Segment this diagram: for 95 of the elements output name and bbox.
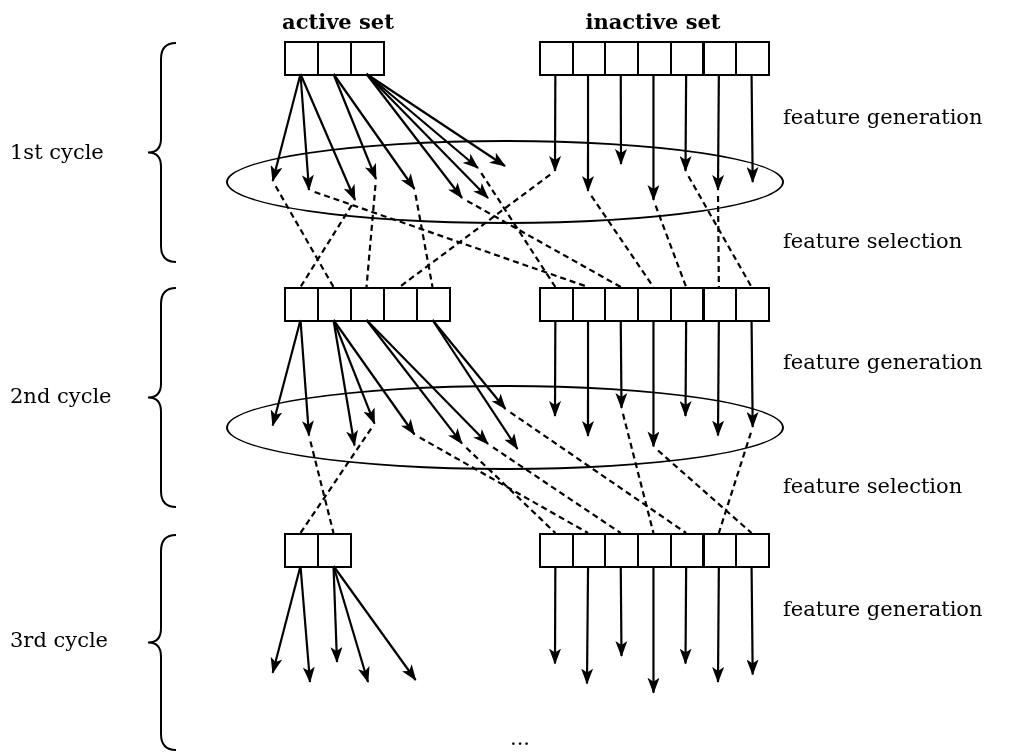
arrow bbox=[332, 319, 358, 447]
arrow bbox=[712, 566, 725, 683]
arrow bbox=[746, 74, 759, 183]
dashed-line bbox=[309, 441, 335, 534]
dashed-line bbox=[717, 432, 752, 534]
arrow bbox=[365, 73, 506, 167]
array-cell bbox=[317, 287, 352, 322]
arrow bbox=[332, 565, 417, 681]
array-cell bbox=[735, 41, 770, 76]
arrow bbox=[332, 319, 416, 436]
array-cell bbox=[604, 41, 640, 76]
ellipse bbox=[226, 140, 784, 224]
array-cell bbox=[416, 287, 451, 322]
dashed-line bbox=[299, 427, 373, 534]
dashed-line bbox=[398, 173, 551, 288]
arrow bbox=[549, 566, 562, 665]
arrow bbox=[647, 320, 660, 448]
array-cell bbox=[383, 287, 418, 322]
arrow bbox=[431, 319, 519, 450]
step-label: feature selection bbox=[783, 473, 963, 499]
set-heading: active set bbox=[282, 9, 394, 35]
array-cell bbox=[735, 287, 770, 322]
arrow bbox=[647, 74, 660, 201]
step-label: feature generation bbox=[783, 596, 983, 622]
arrow bbox=[746, 566, 759, 676]
arrow bbox=[712, 74, 725, 191]
arrow bbox=[332, 73, 377, 180]
array-cell bbox=[637, 287, 672, 322]
arrow bbox=[615, 320, 628, 409]
dashed-line bbox=[419, 436, 589, 534]
array-cell bbox=[350, 287, 385, 322]
arrow bbox=[679, 74, 692, 172]
dashed-line bbox=[414, 194, 434, 288]
arrow bbox=[365, 319, 489, 445]
array-cell bbox=[637, 41, 672, 76]
array-cell bbox=[317, 41, 352, 76]
arrow bbox=[332, 73, 416, 190]
arrow bbox=[746, 320, 759, 428]
arrow bbox=[299, 319, 314, 437]
dashed-line bbox=[274, 185, 335, 288]
array-cell bbox=[539, 41, 574, 76]
dashed-line bbox=[492, 446, 622, 534]
dashed-line bbox=[590, 195, 655, 288]
dashed-line bbox=[654, 205, 688, 288]
array-cell bbox=[284, 41, 319, 76]
arrow bbox=[549, 320, 562, 417]
arrow bbox=[431, 319, 507, 410]
dashed-line bbox=[687, 175, 753, 288]
arrow bbox=[270, 565, 302, 674]
arrow bbox=[614, 74, 627, 165]
dashed-line bbox=[465, 446, 557, 534]
array-cell bbox=[317, 533, 352, 568]
arrow bbox=[270, 73, 302, 182]
arrow bbox=[647, 566, 660, 694]
dashed-line bbox=[716, 196, 720, 287]
arrow bbox=[332, 565, 370, 683]
arrow bbox=[330, 565, 343, 663]
step-label: feature generation bbox=[783, 104, 983, 130]
set-heading: inactive set bbox=[585, 9, 721, 35]
dashed-line bbox=[365, 184, 377, 288]
array-cell bbox=[539, 533, 574, 568]
arrow bbox=[299, 73, 356, 201]
cycle-label: 2nd cycle bbox=[10, 383, 112, 409]
dashed-line bbox=[657, 449, 753, 534]
dashed-line bbox=[466, 199, 622, 288]
array-cell bbox=[350, 41, 385, 76]
array-cell bbox=[604, 533, 640, 568]
arrow bbox=[581, 566, 594, 685]
array-cell bbox=[284, 533, 319, 568]
array-cell bbox=[735, 533, 770, 568]
arrow bbox=[365, 73, 489, 199]
arrow bbox=[679, 320, 692, 417]
arrow bbox=[679, 566, 692, 665]
arrow bbox=[712, 320, 725, 437]
cycle-label: 1st cycle bbox=[10, 139, 104, 165]
cycle-label: 3rd cycle bbox=[10, 627, 109, 653]
ellipse bbox=[226, 385, 784, 470]
ellipsis-text: ... bbox=[510, 725, 530, 751]
dashed-line bbox=[299, 204, 353, 288]
step-label: feature generation bbox=[783, 349, 983, 375]
arrow bbox=[582, 320, 594, 437]
arrow bbox=[299, 565, 315, 683]
array-cell bbox=[539, 287, 574, 322]
array-cell bbox=[284, 287, 319, 322]
step-label: feature selection bbox=[783, 228, 963, 254]
arrow bbox=[270, 319, 302, 427]
arrow bbox=[615, 566, 628, 657]
dashed-line bbox=[480, 172, 557, 288]
dashed-line bbox=[509, 411, 687, 534]
arrow bbox=[332, 319, 376, 425]
array-cell bbox=[604, 287, 640, 322]
arrow bbox=[549, 74, 562, 172]
arrow bbox=[582, 74, 594, 192]
dashed-line bbox=[621, 413, 655, 534]
array-cell bbox=[637, 533, 672, 568]
